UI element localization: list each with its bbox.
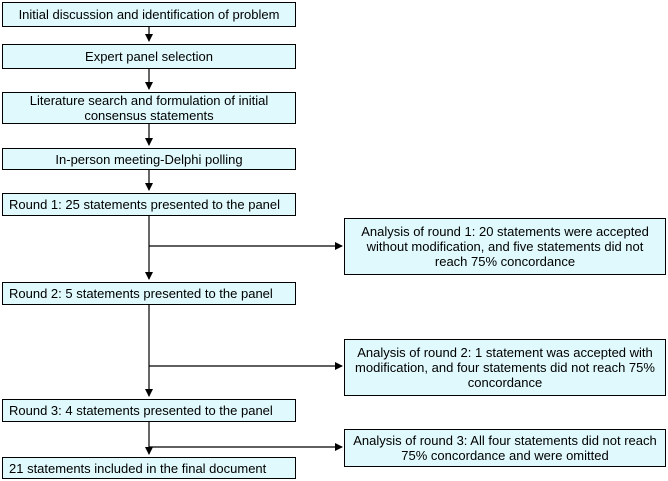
step-1-box: Initial discussion and identification of… xyxy=(2,2,296,27)
step-8-box: 21 statements included in the final docu… xyxy=(2,457,296,479)
step-5-box: Round 1: 25 statements presented to the … xyxy=(2,193,296,216)
analysis-2-box: Analysis of round 2: 1 statement was acc… xyxy=(344,339,666,396)
step-4-box: In-person meeting-Delphi polling xyxy=(2,148,296,170)
step-7-box: Round 3: 4 statements presented to the p… xyxy=(2,399,296,422)
step-3-box: Literature search and formulation of ini… xyxy=(2,92,296,124)
analysis-1-box: Analysis of round 1: 20 statements were … xyxy=(344,218,666,275)
step-6-box: Round 2: 5 statements presented to the p… xyxy=(2,282,296,305)
analysis-3-box: Analysis of round 3: All four statements… xyxy=(344,429,666,467)
step-2-box: Expert panel selection xyxy=(2,44,296,69)
